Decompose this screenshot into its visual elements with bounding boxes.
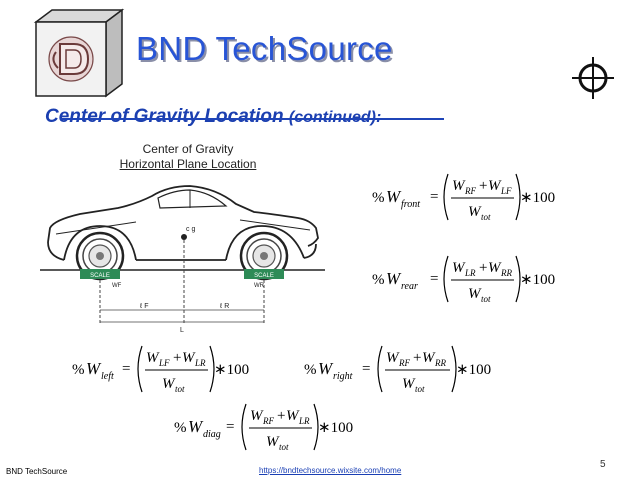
scale-right	[244, 269, 284, 279]
eq-num-b: W	[422, 350, 436, 366]
equation-diag: % W diag = W RF + W LR W tot ∗100	[174, 403, 353, 452]
equation-right: % W right = W RF + W RR W tot ∗100	[304, 345, 491, 394]
eq-num-b-sub: LR	[194, 358, 206, 368]
eq-num-a: W	[452, 178, 466, 194]
eq-lhs-w: W	[188, 417, 204, 436]
eq-num-a-sub: RF	[464, 186, 476, 196]
scale-right-label: SCALE	[254, 273, 274, 279]
eq-plus: +	[173, 350, 181, 366]
eq-den-sub: tot	[415, 384, 425, 394]
eq-num-b: W	[488, 260, 502, 276]
eq-num-a: W	[250, 408, 264, 424]
cg-label: c g	[186, 226, 195, 233]
bnd-logo	[33, 8, 125, 98]
equation-rear: % W rear = W LR + W RR W tot ∗100	[372, 255, 555, 304]
eq-percent: %	[174, 420, 187, 436]
scale-left-label: SCALE	[90, 273, 110, 279]
eq-lhs-sub: left	[101, 371, 114, 382]
title-underline	[60, 118, 444, 120]
eq-num-a: W	[146, 350, 160, 366]
cg-marker	[181, 234, 187, 240]
lr-label: ℓ R	[219, 303, 229, 310]
eq-num-b: W	[286, 408, 300, 424]
eq-lhs-w: W	[386, 269, 402, 288]
eq-lhs-sub: front	[401, 199, 420, 210]
eq-equals: =	[122, 361, 130, 377]
eq-lhs-sub: rear	[401, 281, 418, 292]
eq-equals: =	[362, 361, 370, 377]
eq-equals: =	[226, 419, 234, 435]
scale-left	[80, 269, 120, 279]
car-diagram: c g SCALE SCALE WF WR ℓ F ℓ R L	[40, 185, 325, 334]
eq-mult: ∗100	[214, 362, 249, 378]
eq-equals: =	[430, 189, 438, 205]
eq-plus: +	[479, 260, 487, 276]
eq-percent: %	[72, 362, 85, 378]
eq-num-a-sub: RF	[398, 358, 410, 368]
slide-title-suffix: (continued):	[289, 109, 381, 126]
equation-left: % W left = W LF + W LR W tot ∗100	[72, 345, 249, 394]
eq-num-a-sub: LR	[464, 268, 476, 278]
footer-link[interactable]: https://bndtechsource.wixsite.com/home	[259, 466, 402, 475]
eq-mult: ∗100	[520, 272, 555, 288]
eq-lhs-sub: right	[333, 371, 353, 382]
eq-percent: %	[372, 190, 385, 206]
eq-percent: %	[304, 362, 317, 378]
footer-brand: BND TechSource	[6, 467, 68, 476]
eq-num-a-sub: LF	[158, 358, 170, 368]
eq-mult: ∗100	[520, 190, 555, 206]
eq-num-a: W	[386, 350, 400, 366]
slide-title-main: Center of Gravity Location	[45, 106, 284, 127]
eq-den: W	[402, 376, 416, 392]
eq-den: W	[468, 286, 482, 302]
eq-num-a: W	[452, 260, 466, 276]
crosshair-icon	[572, 57, 614, 99]
eq-mult: ∗100	[456, 362, 491, 378]
eq-num-a-sub: RF	[262, 416, 274, 426]
eq-plus: +	[413, 350, 421, 366]
eq-equals: =	[430, 271, 438, 287]
eq-percent: %	[372, 272, 385, 288]
slide-title: Center of Gravity Location (continued):	[45, 106, 381, 128]
eq-lhs-w: W	[386, 187, 402, 206]
eq-num-b-sub: LF	[500, 186, 512, 196]
eq-den-sub: tot	[481, 212, 491, 222]
equation-front: % W front = W RF + W LF W tot ∗100	[372, 173, 555, 222]
eq-plus: +	[277, 408, 285, 424]
eq-lhs-w: W	[318, 359, 334, 378]
lf-label: ℓ F	[139, 303, 148, 310]
eq-den: W	[468, 204, 482, 220]
eq-plus: +	[479, 178, 487, 194]
eq-den: W	[266, 434, 280, 450]
eq-num-b-sub: RR	[500, 268, 512, 278]
page-number: 5	[600, 459, 606, 470]
eq-num-b-sub: LR	[298, 416, 310, 426]
wr-label: WR	[254, 283, 265, 289]
eq-mult: ∗100	[318, 420, 353, 436]
rear-wheel	[239, 231, 289, 281]
eq-num-b: W	[182, 350, 196, 366]
eq-num-b-sub: RR	[434, 358, 446, 368]
eq-num-b: W	[488, 178, 502, 194]
l-label: L	[180, 327, 184, 334]
eq-den: W	[162, 376, 176, 392]
figure-title-line2: Horizontal Plane Location	[119, 157, 257, 171]
brand-title: BND TechSource	[136, 30, 393, 67]
eq-den-sub: tot	[481, 294, 491, 304]
eq-lhs-w: W	[86, 359, 102, 378]
eq-den-sub: tot	[279, 442, 289, 452]
figure-title-line1: Center of Gravity	[142, 142, 234, 156]
wf-label: WF	[112, 283, 122, 289]
eq-lhs-sub: diag	[203, 429, 221, 440]
car-body-outline	[47, 185, 319, 247]
eq-den-sub: tot	[175, 384, 185, 394]
